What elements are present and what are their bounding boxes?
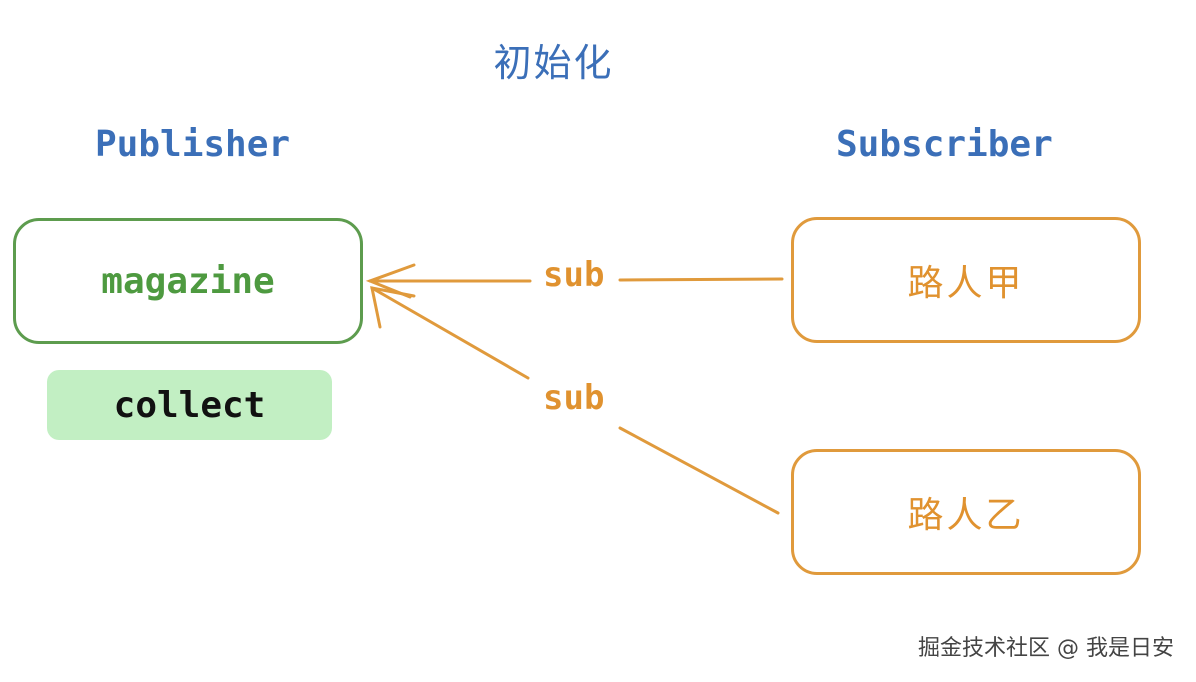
magazine-node: magazine: [13, 218, 363, 344]
collect-chip: collect: [47, 370, 332, 440]
publisher-heading: Publisher: [95, 124, 291, 165]
edge-label-2: sub: [543, 378, 605, 418]
subscriber-heading: Subscriber: [836, 124, 1053, 165]
edge-label-1: sub: [543, 255, 605, 295]
subscriber-node-yi: 路人乙: [791, 449, 1141, 575]
diagram-title: 初始化: [493, 41, 614, 85]
subscriber-node-jia: 路人甲: [791, 217, 1141, 343]
edge-line-2-lower: [618, 426, 780, 515]
edge-line-1-right: [618, 277, 784, 282]
edge-line-2-upper: [370, 286, 530, 380]
edge-arrowhead-2: [370, 286, 416, 329]
watermark: 掘金技术社区 @ 我是日安: [918, 636, 1174, 661]
